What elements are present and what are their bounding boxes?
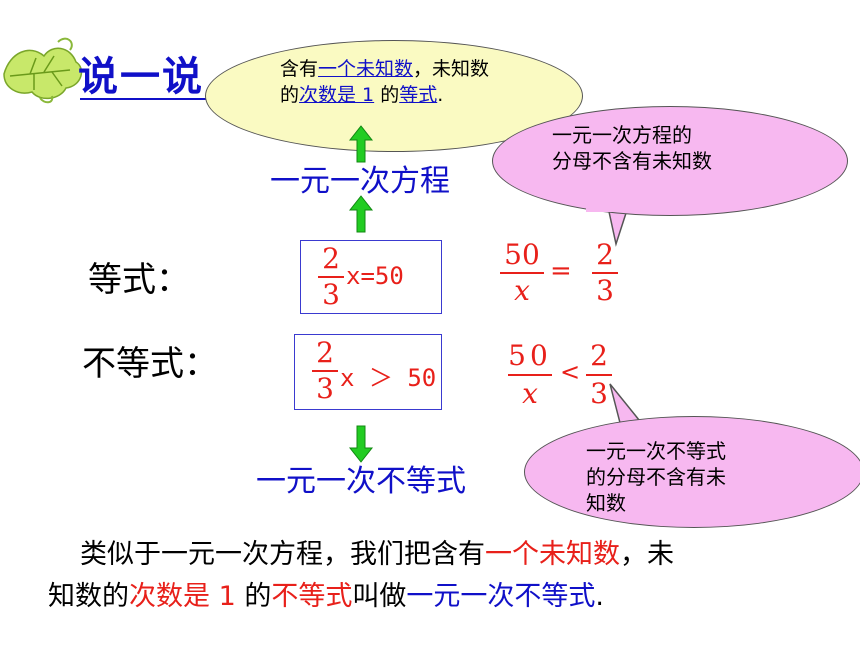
callout-inequality-text: 一元一次不等式 的分母不含有未 知数 <box>586 439 726 515</box>
page-title: 说一说 <box>78 54 204 100</box>
callout-equation <box>492 106 848 216</box>
inequality-label: 不等式： <box>82 344 218 384</box>
inequality-rest: x ＞ 50 <box>340 364 437 392</box>
callout-equation-text: 一元一次方程的 分母不含有未知数 <box>552 123 712 173</box>
definition-text: 含有一个未知数，未知数 的次数是 1 的等式. <box>280 58 490 106</box>
summary-paragraph: 类似于一元一次方程，我们把含有一个未知数，未 知数的次数是 1 的不等式叫做一元… <box>48 539 674 612</box>
term-linear-inequality: 一元一次不等式 <box>256 464 466 499</box>
inequality-box <box>294 334 442 410</box>
equation-rest: x=50 <box>346 262 404 290</box>
equation-label: 等式： <box>88 260 190 300</box>
term-linear-equation: 一元一次方程 <box>270 164 450 199</box>
arrow-down-icon <box>348 425 374 463</box>
less-than-sign: < <box>560 358 581 386</box>
grape-leaf-icon <box>3 37 83 104</box>
callout-inequality <box>524 416 860 528</box>
equals-sign: = <box>550 256 572 286</box>
arrow-up-icon <box>348 125 374 163</box>
arrow-up-icon <box>348 195 374 233</box>
title-underline <box>80 98 240 100</box>
